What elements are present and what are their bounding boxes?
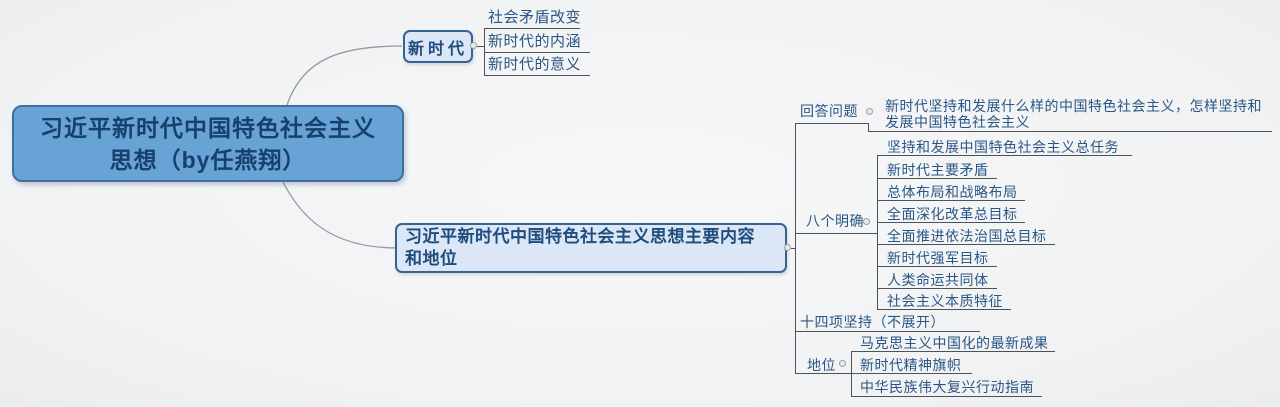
- leaf-node[interactable]: 新时代强军目标: [887, 250, 989, 266]
- root-title-line1: 习近平新时代中国特色社会主义: [40, 114, 376, 141]
- node-underline: [868, 131, 1272, 132]
- curve-root-to-new-era: [286, 45, 403, 106]
- node-underline: [877, 200, 1025, 201]
- connector-line: [477, 46, 485, 47]
- branch-main-label-line1: 习近平新时代中国特色社会主义思想主要内容: [405, 227, 755, 246]
- leaf-node[interactable]: 全面深化改革总目标: [887, 206, 1018, 222]
- collapse-handle-icon[interactable]: [839, 360, 846, 367]
- node-underline: [851, 373, 972, 374]
- leaf-node[interactable]: 社会主义本质特征: [887, 293, 1003, 309]
- bracket-line: [795, 123, 796, 373]
- node-underline: [484, 28, 580, 29]
- bracket-line: [877, 155, 878, 309]
- node-underline: [877, 266, 997, 267]
- leaf-node[interactable]: 新时代的意义: [488, 56, 582, 73]
- node-underline: [795, 233, 877, 234]
- node-underline: [851, 396, 1042, 397]
- node-underline: [877, 178, 997, 179]
- node-underline: [851, 351, 1055, 352]
- node-underline: [795, 331, 980, 332]
- branch-new-era-label: 新时代: [407, 40, 468, 58]
- connector-line: [791, 248, 796, 249]
- root-author-by: by: [181, 146, 211, 173]
- root-topic-node[interactable]: 习近平新时代中国特色社会主义 思想（by任燕翔）: [12, 105, 404, 182]
- branch-node-new-era[interactable]: 新时代: [403, 30, 473, 63]
- node-underline: [877, 244, 1055, 245]
- leaf-node[interactable]: 新时代主要矛盾: [887, 162, 989, 178]
- bracket-line: [868, 123, 869, 131]
- leaf-node[interactable]: 社会矛盾改变: [488, 9, 582, 26]
- node-underline: [877, 309, 1011, 310]
- node-underline: [795, 373, 851, 374]
- leaf-node[interactable]: 新时代的内涵: [488, 33, 582, 50]
- leaf-node[interactable]: 人类命运共同体: [887, 272, 989, 288]
- section-node-eight-clarifications[interactable]: 八个明确: [806, 213, 864, 229]
- collapse-handle-icon[interactable]: [863, 218, 870, 225]
- leaf-node[interactable]: 中华民族伟大复兴行动指南: [860, 379, 1034, 395]
- leaf-node[interactable]: 马克思主义中国化的最新成果: [860, 335, 1049, 351]
- node-underline: [484, 75, 590, 76]
- node-underline: [877, 155, 1132, 156]
- collapse-handle-icon[interactable]: [784, 244, 791, 251]
- collapse-handle-icon[interactable]: [866, 108, 873, 115]
- curve-root-to-main: [282, 181, 399, 249]
- section-node-fourteen-persistences[interactable]: 十四项坚持（不展开）: [800, 314, 945, 330]
- node-underline: [877, 222, 1025, 223]
- branch-main-label-line2: 和地位: [405, 249, 458, 268]
- leaf-node[interactable]: 总体布局和战略布局: [887, 184, 1018, 200]
- node-underline: [877, 288, 997, 289]
- section-node-questions[interactable]: 回答问题: [800, 103, 858, 119]
- leaf-node[interactable]: 新时代精神旗帜: [860, 357, 962, 373]
- branch-node-main-content[interactable]: 习近平新时代中国特色社会主义思想主要内容 和地位: [395, 223, 787, 273]
- node-underline: [484, 52, 590, 53]
- section-node-status[interactable]: 地位: [807, 357, 836, 373]
- collapse-handle-icon[interactable]: [470, 42, 477, 49]
- node-underline: [795, 123, 868, 124]
- leaf-node[interactable]: 新时代坚持和发展什么样的中国特色社会主义，怎样坚持和发展中国特色社会主义: [885, 98, 1262, 130]
- leaf-node[interactable]: 坚持和发展中国特色社会主义总任务: [887, 139, 1119, 155]
- leaf-node[interactable]: 全面推进依法治国总目标: [887, 228, 1047, 244]
- root-title-line2: 思想（by任燕翔）: [109, 146, 307, 173]
